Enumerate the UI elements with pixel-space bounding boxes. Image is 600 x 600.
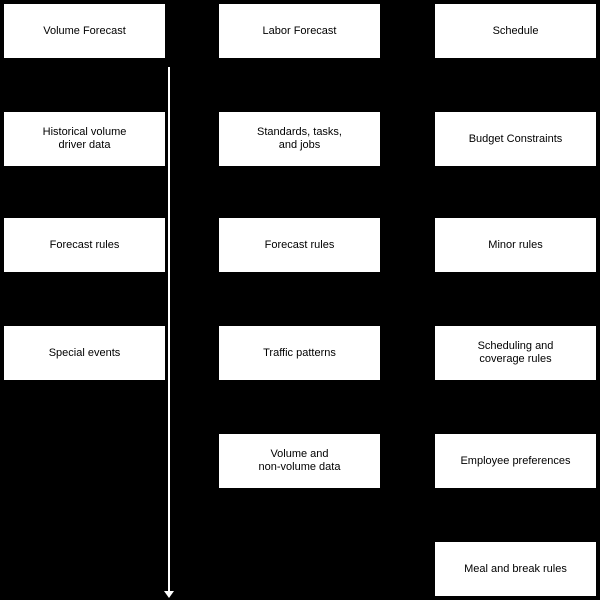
box-volume-forecast: Volume Forecast <box>4 4 165 58</box>
box-standards-tasks-and-jobs: Standards, tasks, and jobs <box>219 112 380 166</box>
box-meal-and-break-rules: Meal and break rules <box>435 542 596 596</box>
box-historical-volume-driver-data: Historical volume driver data <box>4 112 165 166</box>
flow-arrow-line <box>168 67 170 593</box>
box-labor-forecast: Labor Forecast <box>219 4 380 58</box>
arrow-down-icon <box>164 591 174 598</box>
box-minor-rules: Minor rules <box>435 218 596 272</box>
box-traffic-patterns: Traffic patterns <box>219 326 380 380</box>
box-forecast-rules: Forecast rules <box>219 218 380 272</box>
box-scheduling-and-coverage-rules: Scheduling and coverage rules <box>435 326 596 380</box>
box-forecast-rules: Forecast rules <box>4 218 165 272</box>
box-schedule: Schedule <box>435 4 596 58</box>
box-volume-and-non-volume-data: Volume and non-volume data <box>219 434 380 488</box>
box-special-events: Special events <box>4 326 165 380</box>
box-budget-constraints: Budget Constraints <box>435 112 596 166</box>
box-employee-preferences: Employee preferences <box>435 434 596 488</box>
